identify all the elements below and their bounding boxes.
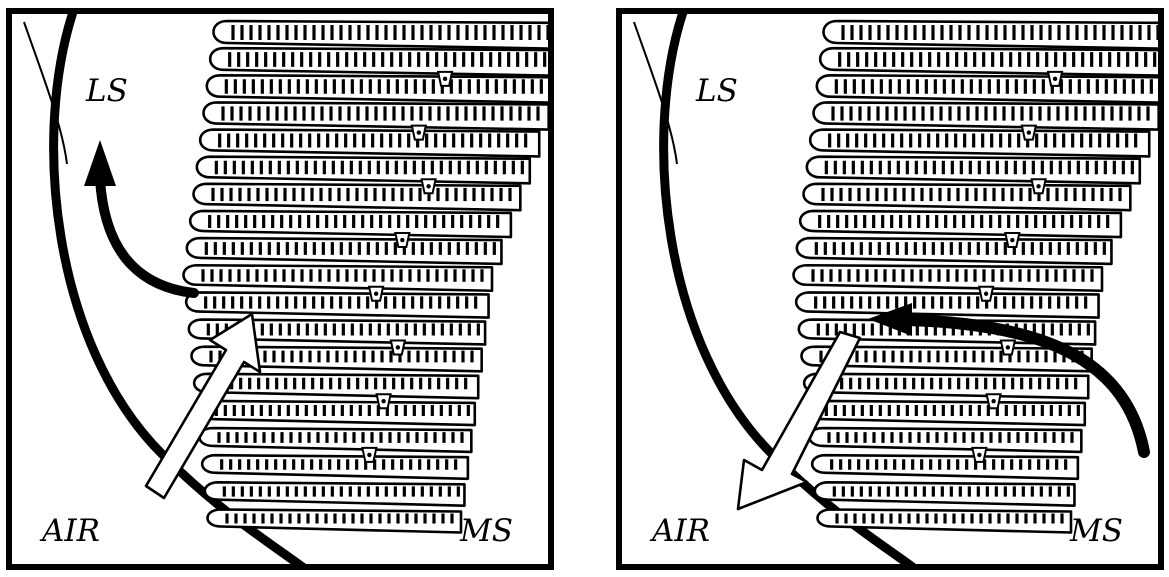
- lamella: [210, 48, 548, 76]
- label-air: AIR: [652, 516, 710, 547]
- label-ms: MS: [1070, 516, 1123, 547]
- lamella: [214, 21, 549, 49]
- lamella: [804, 374, 1088, 398]
- lamellae-stack: [184, 21, 549, 533]
- pillar-cells: [834, 486, 1068, 496]
- cell-nucleus: [396, 345, 400, 349]
- cell-nucleus: [991, 399, 995, 403]
- pillar-cells: [826, 161, 1132, 175]
- pillar-cells: [220, 134, 526, 148]
- black-arrow-head: [84, 140, 116, 186]
- lamella: [820, 48, 1158, 76]
- left-panel: LS AIR MS: [6, 8, 554, 570]
- lamella: [197, 157, 530, 184]
- label-ls: LS: [696, 76, 738, 107]
- label-air: AIR: [42, 516, 100, 547]
- cell-nucleus: [381, 399, 385, 403]
- cell-nucleus: [1036, 184, 1040, 188]
- pillar-cells: [222, 459, 456, 470]
- label-ms: MS: [460, 516, 513, 547]
- lamella: [807, 157, 1140, 184]
- cell-nucleus: [984, 292, 988, 296]
- pillar-cells: [216, 161, 522, 175]
- cell-nucleus: [1027, 130, 1031, 134]
- cell-nucleus: [400, 238, 404, 242]
- lamella: [824, 21, 1159, 49]
- cell-nucleus: [443, 77, 447, 81]
- black-arrow: [100, 179, 194, 293]
- label-ls: LS: [86, 76, 128, 107]
- cell-nucleus: [417, 130, 421, 134]
- pillar-cells: [830, 134, 1136, 148]
- cell-nucleus: [374, 292, 378, 296]
- cell-nucleus: [977, 453, 981, 457]
- cell-nucleus: [426, 184, 430, 188]
- right-panel: LS AIR MS: [616, 8, 1164, 570]
- cell-nucleus: [367, 453, 371, 457]
- lamellae-stack: [794, 21, 1159, 533]
- lamella: [194, 374, 478, 398]
- pillar-cells: [224, 486, 458, 496]
- pillar-cells: [832, 459, 1066, 470]
- cell-nucleus: [1010, 238, 1014, 242]
- cell-nucleus: [1006, 345, 1010, 349]
- cell-nucleus: [1053, 77, 1057, 81]
